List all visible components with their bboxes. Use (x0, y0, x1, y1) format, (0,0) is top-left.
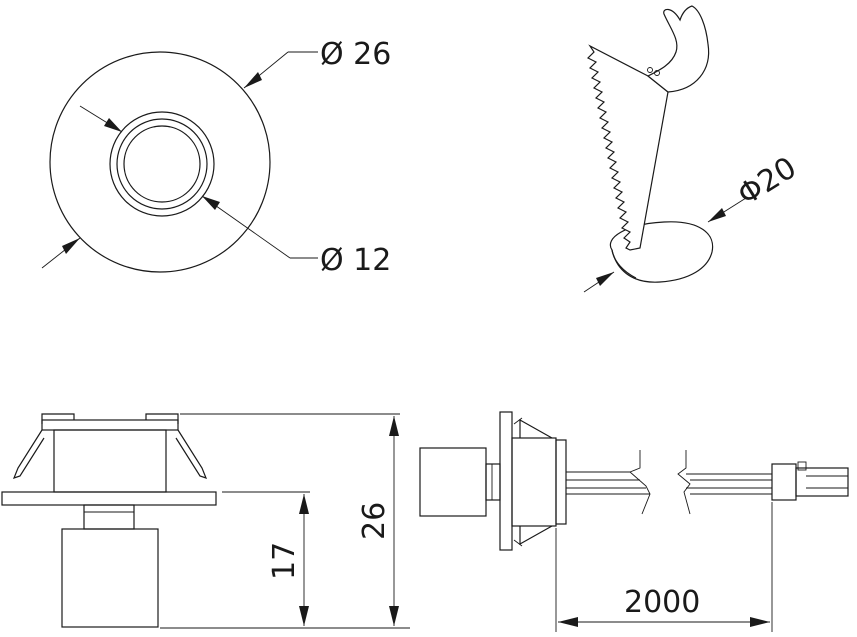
cutout-diameter-label: Φ20 (732, 150, 803, 212)
body-height-label: 17 (267, 542, 302, 580)
cutout-diameter-leader (583, 197, 747, 293)
flange-side (499, 411, 513, 551)
cable-length-label: 2000 (624, 585, 700, 620)
outer-bezel-circle (49, 51, 271, 273)
spring-clip-right (175, 429, 208, 479)
cutout-hole (609, 221, 714, 283)
connector (771, 461, 849, 501)
saw-blade (586, 44, 669, 251)
cutout-illustration: Φ20 (583, 5, 803, 293)
lens-ring-mid (116, 118, 208, 210)
housing-top (41, 419, 179, 431)
total-height-dimension (180, 413, 400, 626)
inner-diameter-leader (79, 105, 318, 259)
lens-ring-outer (109, 111, 215, 217)
outer-diameter-label: Ø 26 (320, 37, 391, 72)
side-view: 17 26 (1, 413, 410, 629)
outer-diameter-leader (41, 51, 318, 269)
lens-ring-inner (123, 125, 201, 203)
saw-handle (646, 5, 710, 93)
lens-barrel-side (419, 447, 487, 517)
cable-length-dimension (555, 502, 773, 632)
body-height-dimension (160, 491, 410, 629)
top-view: Ø 26 Ø 12 (41, 37, 391, 278)
total-height-label: 26 (357, 502, 392, 540)
housing-body (53, 429, 167, 493)
housing-side (511, 437, 557, 527)
lens-barrel (61, 528, 159, 628)
inner-diameter-label: Ø 12 (320, 243, 391, 278)
neck (83, 504, 135, 530)
spring-clip-left (12, 429, 45, 479)
cable (566, 450, 772, 515)
side-view-cable: 2000 (419, 411, 849, 632)
flange (1, 491, 217, 506)
